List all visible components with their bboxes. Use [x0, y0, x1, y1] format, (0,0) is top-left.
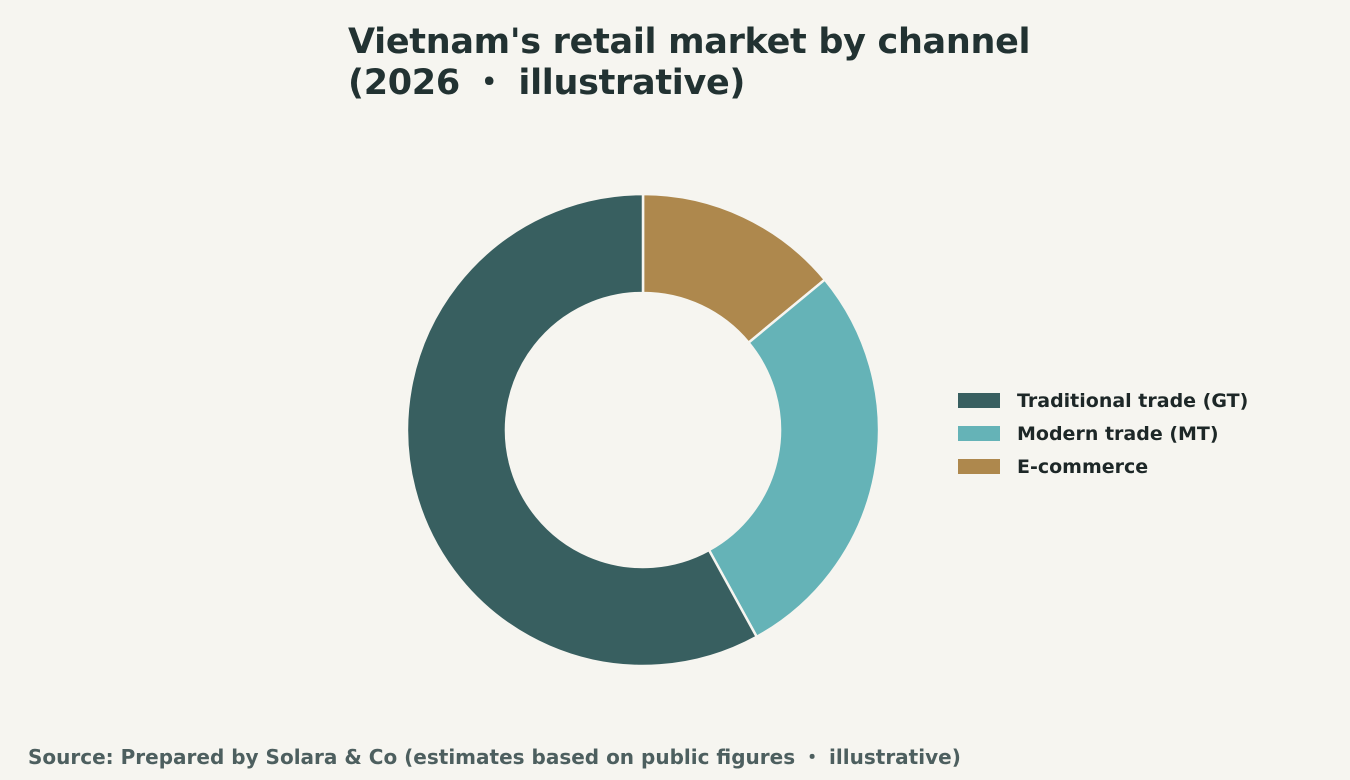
- chart-title-line-2: (2026 ・ illustrative): [348, 63, 746, 103]
- legend-swatch: [958, 459, 1000, 474]
- legend-item-traditional-trade-gt: Traditional trade (GT): [958, 384, 1248, 417]
- legend-swatch: [958, 393, 1000, 408]
- legend-label: Modern trade (MT): [1017, 422, 1219, 445]
- chart-legend: Traditional trade (GT) Modern trade (MT) E…: [958, 384, 1248, 483]
- source-note: Source: Prepared by Solara & Co (estimat…: [28, 745, 961, 769]
- legend-item-e-commerce: E-commerce: [958, 450, 1248, 483]
- chart-title: Vietnam's retail market by channel (2026…: [348, 22, 1031, 104]
- donut-slice-traditional-trade-gt: [405, 192, 758, 668]
- legend-label: E-commerce: [1017, 455, 1149, 478]
- chart-title-line-1: Vietnam's retail market by channel: [348, 22, 1031, 62]
- donut-slice-modern-trade-mt: [707, 278, 881, 639]
- legend-swatch: [958, 426, 1000, 441]
- legend-label: Traditional trade (GT): [1017, 389, 1249, 412]
- legend-item-modern-trade-mt: Modern trade (MT): [958, 417, 1248, 450]
